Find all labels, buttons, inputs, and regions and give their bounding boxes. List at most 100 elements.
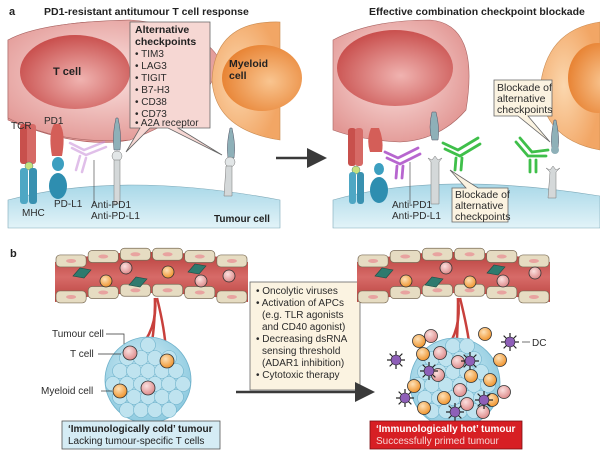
platelet	[187, 263, 207, 275]
myeloid-label-2: cell	[229, 70, 247, 82]
alt-checkpoint-antibody-1	[441, 136, 482, 172]
t-cell-label-b: T cell	[70, 349, 94, 360]
alt-checkpoint-receptor-left	[111, 117, 123, 205]
dendritic-cell	[420, 362, 438, 380]
intervention-line: and CD40 agonist)	[262, 322, 345, 333]
interventions-box: • Oncolytic viruses • Activation of APCs…	[249, 281, 361, 391]
blockade-bottom-line-2: alternative	[455, 200, 504, 212]
myeloid-cell	[483, 373, 497, 387]
hot-tumour	[387, 327, 519, 429]
dendritic-cell	[446, 403, 464, 421]
tumour-cell	[119, 402, 135, 418]
blood-vessel-right	[357, 247, 550, 304]
blockade-top-line-2: alternative	[497, 93, 546, 105]
t-cell	[496, 274, 510, 288]
platelet	[486, 264, 506, 276]
alt-checkpoints-title-1: Alternative	[135, 24, 189, 36]
panel-a-left-title: PD1-resistant antitumour T cell response	[44, 6, 249, 18]
platelet	[424, 276, 444, 288]
blockade-top-line-3: checkpoints	[497, 104, 552, 116]
tcr-label: TCR	[11, 121, 32, 132]
anti-pd1-label-right: Anti-PD1	[392, 200, 432, 211]
tumour-cell	[154, 389, 170, 405]
dendritic-cell	[461, 352, 479, 370]
t-cell	[460, 397, 474, 411]
tumour-cell	[147, 402, 163, 418]
pdl1-label: PD-L1	[54, 199, 83, 210]
t-cell	[451, 355, 465, 369]
endothelial-nucleus	[98, 290, 109, 295]
dendritic-cell	[475, 391, 493, 409]
myeloid-cell	[464, 369, 478, 383]
tumour-cell	[445, 338, 461, 354]
anti-pd1-antibody-faded	[68, 140, 108, 174]
cold-tumour-labels	[98, 333, 125, 392]
alt-checkpoint-antibody-2	[514, 136, 550, 174]
t-cell-nucleus-left	[20, 35, 130, 109]
tumour-cell	[161, 402, 177, 418]
alt-checkpoint-item: • CD73	[135, 109, 167, 120]
pd1-pdl1-left	[49, 124, 67, 199]
myeloid-cell	[112, 383, 128, 399]
myeloid-nucleus-left	[222, 45, 302, 111]
t-cell	[433, 346, 447, 360]
panel-a-letter: a	[9, 6, 16, 18]
hot-tumour-box: ‘Immunologically hot’ tumour Successfull…	[369, 420, 523, 450]
tumour-cell-label: Tumour cell	[214, 214, 270, 225]
t-cell	[122, 345, 138, 361]
endothelial-nucleus	[464, 288, 475, 293]
panel-b-letter: b	[10, 248, 17, 260]
anti-pd1-antibody	[383, 146, 422, 180]
t-cell	[439, 261, 453, 275]
platelet	[72, 267, 92, 279]
pd1-label: PD1	[44, 116, 64, 127]
myeloid-cell	[493, 353, 507, 367]
alt-checkpoint-item: • LAG3	[135, 61, 167, 72]
panel-a-right-title: Effective combination checkpoint blockad…	[369, 6, 585, 18]
myeloid-cell-label-b: Myeloid cell	[41, 386, 93, 397]
endothelial-nucleus	[98, 254, 109, 259]
tcr-mhc-complex-left	[20, 124, 37, 204]
t-cell	[140, 380, 156, 396]
endothelial-cells-bottom-right	[357, 283, 550, 304]
t-cell	[119, 261, 133, 275]
t-cell	[194, 274, 208, 288]
myeloid-cell	[407, 379, 421, 393]
endothelial-nucleus	[194, 290, 205, 295]
endothelial-nucleus	[130, 252, 141, 257]
hot-tumour-title: ‘Immunologically hot’ tumour	[376, 424, 516, 435]
blockade-top-line-1: Blockade of	[497, 82, 552, 94]
cold-tumour-title: ‘Immunologically cold’ tumour	[68, 424, 213, 435]
blockade-bottom-line-3: checkpoints	[455, 211, 510, 223]
panel-a-right: Blockade of alternative checkpoints Bloc…	[332, 6, 600, 229]
tumour-cell	[168, 389, 184, 405]
tumour-cell	[140, 363, 156, 379]
alt-checkpoint-receptor-right	[427, 111, 443, 205]
alt-checkpoint-item: • A2A receptor	[135, 118, 199, 129]
t-cell	[476, 405, 490, 419]
tumour-cell	[175, 376, 191, 392]
endothelial-nucleus	[66, 294, 77, 299]
pd1-right	[368, 128, 383, 152]
alt-checkpoint-item: • TIGIT	[135, 73, 167, 84]
endothelial-nucleus	[194, 254, 205, 259]
tumour-cell	[126, 363, 142, 379]
endothelial-cells-top-right	[357, 247, 550, 268]
intervention-line: sensing threshold	[262, 346, 340, 357]
tumour-cell-membrane-left	[7, 184, 281, 229]
endothelial-cells-top-left	[55, 247, 248, 268]
alt-checkpoint-item: • B7-H3	[135, 85, 170, 96]
myeloid-cell	[399, 274, 413, 288]
blockade-bottom-line-1: Blockade of	[455, 189, 510, 201]
cold-tumour	[104, 336, 192, 424]
t-cell	[497, 385, 511, 399]
t-cell-nucleus-right	[337, 30, 453, 106]
tumour-cell	[126, 389, 142, 405]
anti-pdl1-label: Anti-PD-L1	[91, 211, 140, 222]
alt-checkpoint-receptor-myeloid-right	[545, 119, 561, 199]
endothelial-nucleus	[496, 290, 507, 295]
endothelial-nucleus	[368, 294, 379, 299]
alt-checkpoints-title-2: checkpoints	[135, 36, 196, 48]
dc-label: DC	[532, 338, 546, 349]
